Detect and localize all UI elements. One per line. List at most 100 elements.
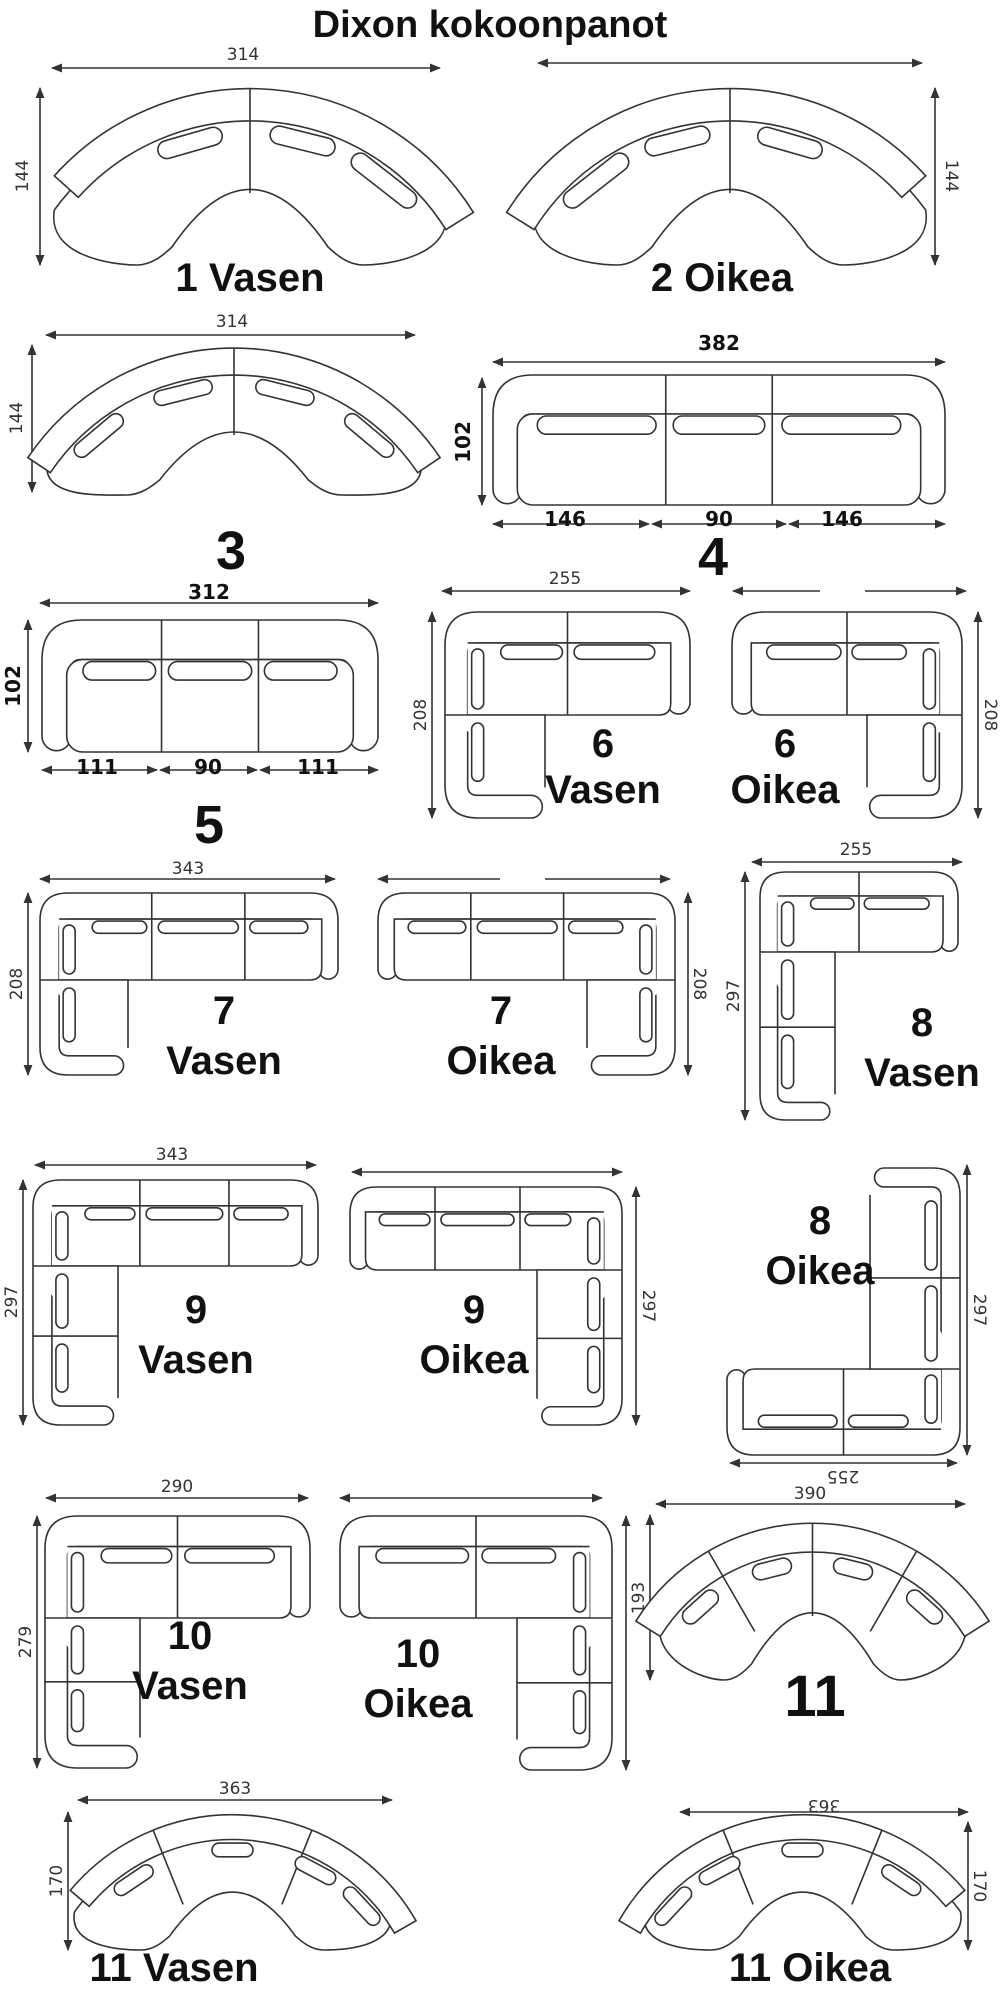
config-label: 5 xyxy=(193,795,225,855)
config-number: 6 xyxy=(773,722,797,766)
sofa-1-vasen xyxy=(53,87,475,266)
depth-value: 170 xyxy=(969,1870,989,1902)
config-side: Vasen xyxy=(545,768,661,812)
width-value: 382 xyxy=(698,331,740,355)
cushion xyxy=(654,1886,693,1927)
seat xyxy=(516,413,922,506)
config-side: Vasen xyxy=(166,1039,282,1083)
sofa-6-vasen xyxy=(444,611,691,819)
cushion xyxy=(82,660,157,681)
sofa-11-vasen xyxy=(69,1813,418,1951)
config-label: 2 Oikea xyxy=(650,256,794,300)
cushion xyxy=(153,378,214,407)
sofa-2-oikea xyxy=(505,87,927,266)
chaise-seat xyxy=(40,979,129,1048)
width-value: 290 xyxy=(161,1477,193,1497)
cushion xyxy=(524,1213,572,1227)
config-number: 7 xyxy=(489,989,513,1033)
cushion xyxy=(91,920,148,935)
seat xyxy=(742,1368,942,1430)
chaise-seat xyxy=(516,1617,612,1740)
backrest xyxy=(505,87,927,231)
cushion xyxy=(84,1207,136,1221)
cushion xyxy=(254,378,315,407)
cushion xyxy=(249,920,309,935)
section-value: 90 xyxy=(194,755,222,779)
backrest xyxy=(53,87,475,231)
cushion xyxy=(100,1547,173,1564)
cushion xyxy=(573,644,656,661)
cushion xyxy=(922,722,937,783)
config-side: Vasen xyxy=(864,1051,980,1095)
seat xyxy=(51,1205,303,1267)
sofa-shape xyxy=(69,1813,418,1951)
width-value: 363 xyxy=(808,1795,840,1815)
config-number: 6 xyxy=(591,722,615,766)
config-label: 11 Oikea xyxy=(728,1946,892,1990)
cushion xyxy=(113,1863,154,1897)
cushion xyxy=(476,920,558,935)
cushion xyxy=(536,415,657,436)
cushion xyxy=(70,1625,85,1675)
cushion xyxy=(639,924,653,975)
config-number: 10 xyxy=(167,1614,213,1658)
cushion xyxy=(55,1273,69,1329)
cushion xyxy=(73,412,125,459)
cushion xyxy=(481,1547,557,1564)
depth-value: 297 xyxy=(638,1290,658,1322)
cushion xyxy=(343,412,395,459)
sofa-10-oikea xyxy=(339,1515,613,1771)
sofa-shape xyxy=(759,871,959,1121)
config-side: Oikea xyxy=(419,1338,529,1382)
sofa-shape xyxy=(492,374,946,506)
sofa-shape xyxy=(349,1186,623,1426)
sofa-shape xyxy=(44,1515,311,1769)
width-value: 363 xyxy=(219,1779,251,1799)
cushion xyxy=(847,1414,909,1428)
sofa-shape xyxy=(41,619,379,753)
chaise-seat xyxy=(536,1269,622,1399)
depth-value: 193 xyxy=(629,1582,649,1614)
section-divider xyxy=(851,1829,883,1905)
depth-value: 297 xyxy=(969,1294,989,1326)
chaise-seat xyxy=(33,1265,119,1399)
cushion xyxy=(62,987,76,1043)
config-number: 9 xyxy=(184,1288,208,1332)
sofa-shape xyxy=(53,87,475,266)
sofa-shape xyxy=(726,1167,961,1456)
chaise-seat xyxy=(45,1617,141,1738)
depth-value: 208 xyxy=(411,699,431,731)
config-number: 8 xyxy=(910,1001,934,1045)
depth-value: 297 xyxy=(2,1286,22,1318)
config-number: 9 xyxy=(462,1288,486,1332)
cushion xyxy=(851,644,908,661)
depth-value: 208 xyxy=(7,968,27,1000)
width-value: 314 xyxy=(216,312,248,332)
config-number: 7 xyxy=(212,989,236,1033)
config-label: 4 xyxy=(697,527,729,587)
cushion xyxy=(756,126,823,160)
depth-value: 102 xyxy=(1,665,25,707)
sofa-8-oikea xyxy=(726,1167,961,1456)
cushion xyxy=(780,901,795,947)
cushion xyxy=(470,648,485,710)
config-side: Vasen xyxy=(138,1338,254,1382)
sofa-7-vasen xyxy=(39,892,339,1076)
sofa-shape xyxy=(339,1515,613,1771)
cushion xyxy=(681,1589,720,1625)
cushion xyxy=(586,1277,601,1332)
seat xyxy=(393,918,656,981)
cushion xyxy=(562,152,630,209)
depth-value: 170 xyxy=(47,1865,67,1897)
width-value: 390 xyxy=(794,1484,826,1504)
cushion xyxy=(924,1374,938,1424)
cushion xyxy=(375,1547,470,1564)
sofa-8-vasen xyxy=(759,871,959,1121)
seat xyxy=(67,1545,292,1619)
